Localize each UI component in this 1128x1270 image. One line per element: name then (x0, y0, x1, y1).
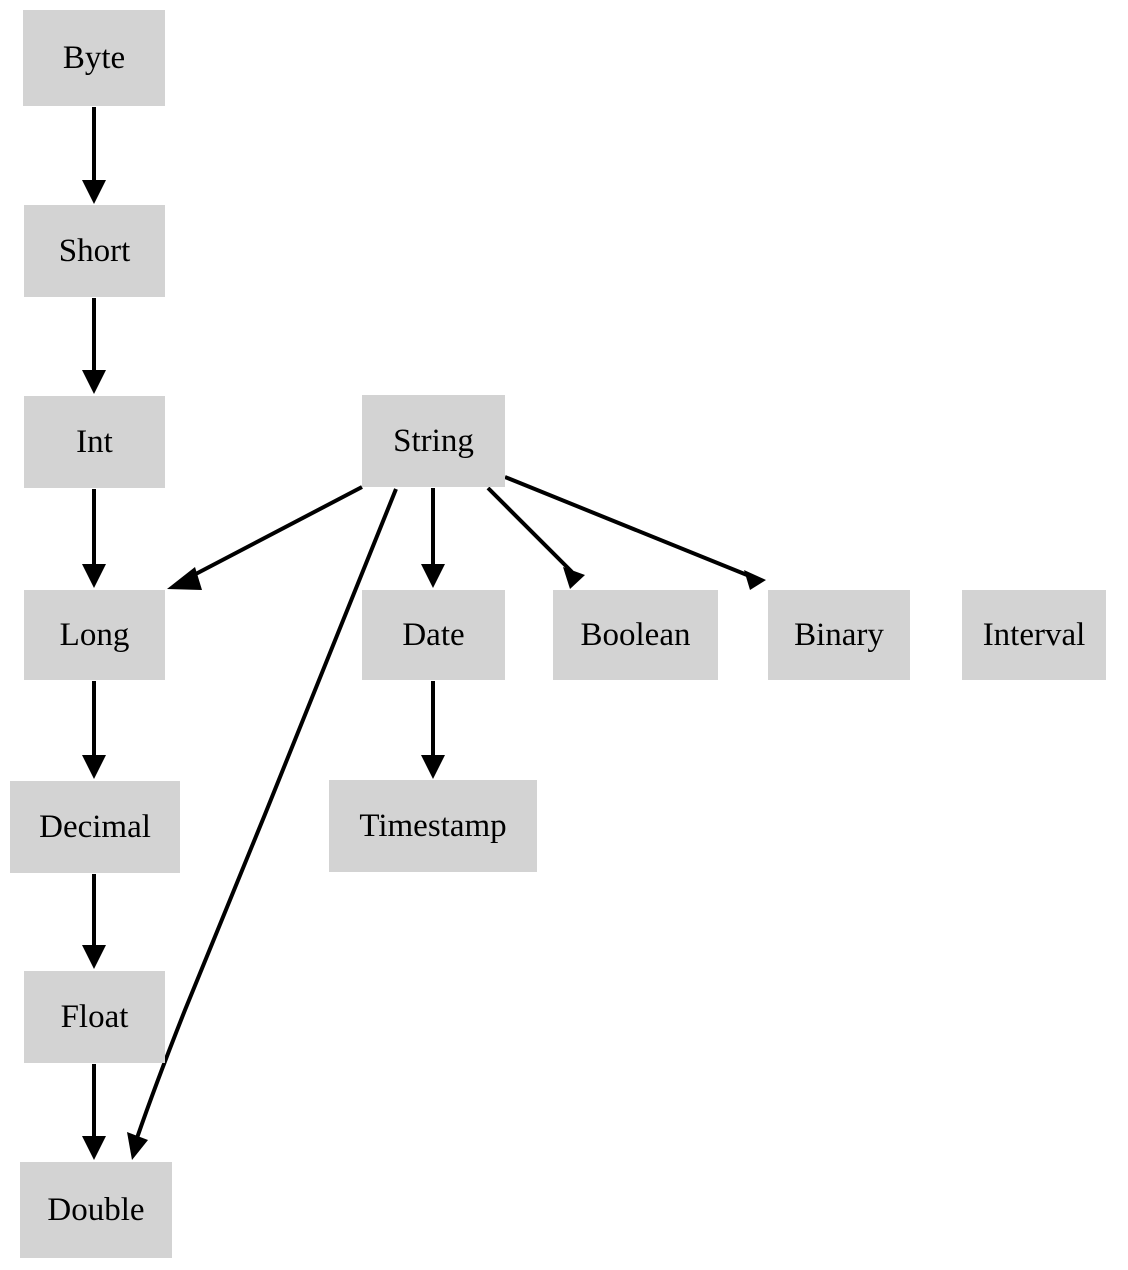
node-label-boolean: Boolean (580, 616, 691, 653)
node-label-byte: Byte (62, 39, 126, 76)
node-string[interactable]: String (362, 395, 505, 487)
edge-int-long (82, 489, 106, 588)
edge-string-binary (504, 475, 766, 590)
node-interval[interactable]: Interval (962, 590, 1106, 680)
edge-string-date (421, 488, 445, 588)
node-label-interval: Interval (982, 616, 1086, 653)
node-label-timestamp: Timestamp (359, 807, 507, 844)
node-long[interactable]: Long (24, 590, 165, 680)
edge-float-double (82, 1064, 106, 1160)
node-timestamp[interactable]: Timestamp (329, 780, 537, 872)
node-label-short: Short (58, 232, 131, 269)
node-binary[interactable]: Binary (768, 590, 910, 680)
edge-short-int (82, 298, 106, 394)
node-double[interactable]: Double (20, 1162, 172, 1258)
node-decimal[interactable]: Decimal (10, 781, 180, 873)
node-int[interactable]: Int (24, 396, 165, 488)
node-label-int: Int (76, 423, 113, 460)
node-byte[interactable]: Byte (23, 10, 165, 106)
edge-byte-short (82, 107, 106, 204)
node-label-decimal: Decimal (39, 808, 151, 845)
edge-long-decimal (82, 681, 106, 779)
node-label-binary: Binary (794, 616, 884, 653)
node-label-date: Date (402, 616, 465, 653)
edge-string-boolean (486, 486, 585, 589)
node-label-long: Long (59, 616, 130, 653)
node-date[interactable]: Date (362, 590, 505, 680)
node-boolean[interactable]: Boolean (553, 590, 718, 680)
node-float[interactable]: Float (24, 971, 165, 1063)
edge-string-long (167, 485, 363, 590)
node-short[interactable]: Short (24, 205, 165, 297)
edge-date-timestamp (421, 681, 445, 779)
node-label-float: Float (60, 998, 129, 1035)
edge-decimal-float (82, 874, 106, 969)
node-label-string: String (393, 422, 474, 459)
node-label-double: Double (47, 1191, 145, 1228)
